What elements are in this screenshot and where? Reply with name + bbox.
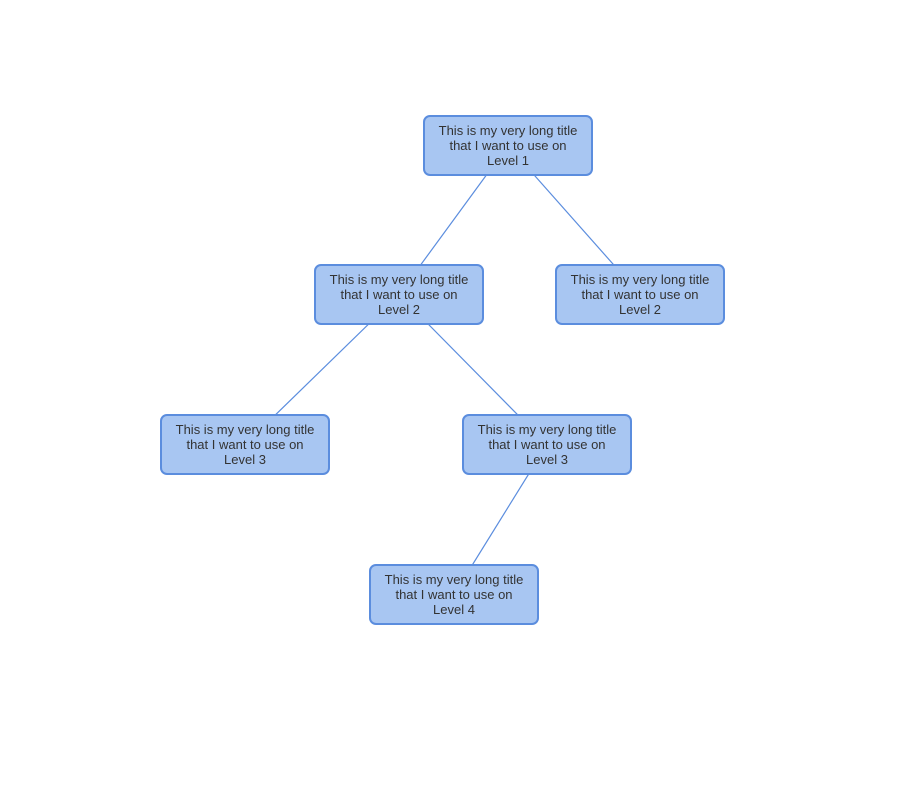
node-text-line: that I want to use on	[449, 138, 567, 153]
tree-node-level4[interactable]: This is my very long title that I want t…	[369, 564, 539, 625]
node-text-line: This is my very long title	[384, 572, 524, 587]
node-text-line: This is my very long title	[175, 422, 315, 437]
node-text-line: Level 2	[619, 302, 661, 317]
node-text-line: This is my very long title	[438, 123, 578, 138]
node-text-line: Level 3	[526, 452, 568, 467]
node-text-line: This is my very long title	[570, 272, 710, 287]
node-text-line: that I want to use on	[581, 287, 699, 302]
node-text-line: This is my very long title	[329, 272, 469, 287]
node-text-line: that I want to use on	[340, 287, 458, 302]
tree-node-level3-right[interactable]: This is my very long title that I want t…	[462, 414, 632, 475]
node-text-line: that I want to use on	[395, 587, 513, 602]
node-text-line: Level 2	[378, 302, 420, 317]
tree-node-level1[interactable]: This is my very long title that I want t…	[423, 115, 593, 176]
tree-node-level2-right[interactable]: This is my very long title that I want t…	[555, 264, 725, 325]
tree-node-level3-left[interactable]: This is my very long title that I want t…	[160, 414, 330, 475]
node-text-line: that I want to use on	[488, 437, 606, 452]
node-text-line: Level 3	[224, 452, 266, 467]
tree-node-level2-left[interactable]: This is my very long title that I want t…	[314, 264, 484, 325]
node-text-line: that I want to use on	[186, 437, 304, 452]
node-text-line: Level 4	[433, 602, 475, 617]
node-text-line: Level 1	[487, 153, 529, 168]
node-text-line: This is my very long title	[477, 422, 617, 437]
